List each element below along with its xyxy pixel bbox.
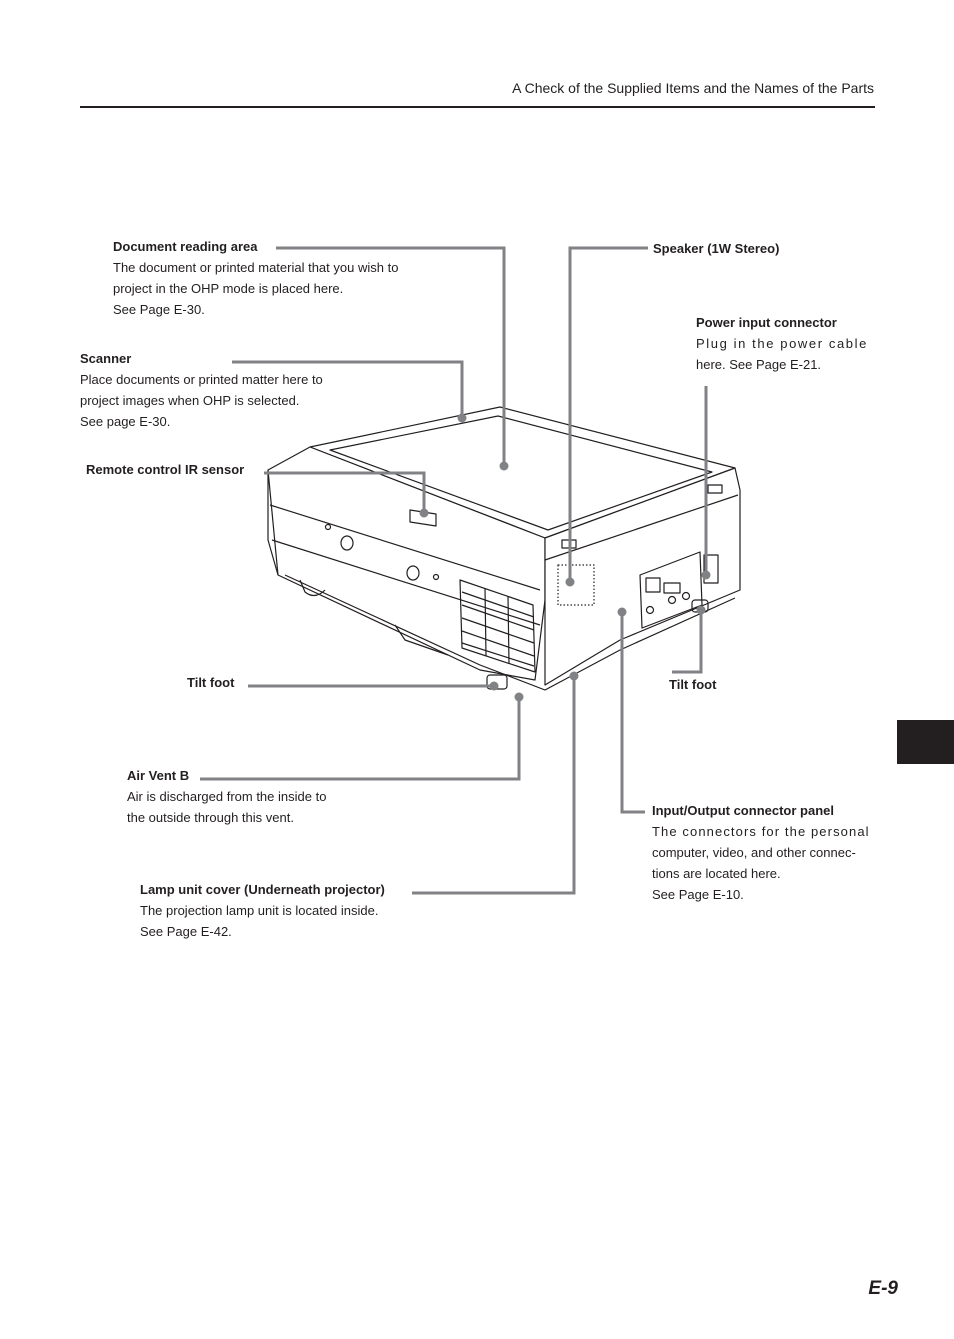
page-header: A Check of the Supplied Items and the Na… xyxy=(512,80,874,96)
projector-right-face xyxy=(544,467,741,686)
document-reading-area-line: See Page E-30. xyxy=(113,302,205,317)
io-panel-line: The connectors for the personal xyxy=(652,824,870,839)
air-vent-grille xyxy=(459,579,536,673)
scanner-title: Scanner xyxy=(80,351,132,366)
io-panel-line: computer, video, and other connec- xyxy=(652,845,856,860)
leader-io-panel xyxy=(620,612,645,814)
power-input-line: Plug in the power cable xyxy=(696,336,868,351)
document-reading-area-line: The document or printed material that yo… xyxy=(113,260,399,275)
scanner-line: Place documents or printed matter here t… xyxy=(80,372,323,387)
power-input-title: Power input connector xyxy=(696,315,837,330)
label-speaker: Speaker (1W Stereo) xyxy=(653,238,779,259)
lamp-cover-line: The projection lamp unit is located insi… xyxy=(140,903,379,918)
label-document-reading-area: Document reading area The document or pr… xyxy=(113,236,398,320)
label-io-panel: Input/Output connector panel The connect… xyxy=(652,800,876,905)
speaker-title: Speaker (1W Stereo) xyxy=(653,241,780,256)
leader-lines xyxy=(200,246,708,895)
leader-scanner xyxy=(232,360,464,418)
air-vent-b-title: Air Vent B xyxy=(127,768,190,783)
projector-left-face xyxy=(267,446,546,681)
lamp-cover-title: Lamp unit cover (Underneath projector) xyxy=(140,882,385,897)
air-vent-b-line: the outside through this vent. xyxy=(127,810,294,825)
header-rule xyxy=(80,106,875,108)
lamp-cover-line: See Page E-42. xyxy=(140,924,232,939)
io-panel-drawing xyxy=(639,551,703,629)
section-tab xyxy=(897,720,954,764)
label-lamp-cover: Lamp unit cover (Underneath projector) T… xyxy=(140,879,385,942)
io-panel-line: tions are located here. xyxy=(652,866,781,881)
label-air-vent-b: Air Vent B Air is discharged from the in… xyxy=(127,765,326,828)
io-panel-title: Input/Output connector panel xyxy=(652,803,834,818)
label-power-input: Power input connector Plug in the power … xyxy=(696,312,868,375)
leader-document-reading-area xyxy=(276,246,506,466)
document-glass xyxy=(329,415,713,531)
tilt-foot-right-title: Tilt foot xyxy=(669,677,717,692)
label-remote-ir: Remote control IR sensor xyxy=(86,459,244,480)
label-scanner: Scanner Place documents or printed matte… xyxy=(80,348,323,432)
power-input-line: here. See Page E-21. xyxy=(696,357,822,372)
scanner-line: project images when OHP is selected. xyxy=(80,393,300,408)
document-reading-area-line: project in the OHP mode is placed here. xyxy=(113,281,344,296)
leader-air-vent-b xyxy=(200,697,521,781)
leader-remote-ir xyxy=(264,471,426,513)
leader-speaker xyxy=(568,246,648,582)
label-tilt-foot-left: Tilt foot xyxy=(187,672,234,693)
io-panel-line: See Page E-10. xyxy=(652,887,744,902)
label-tilt-foot-right: Tilt foot xyxy=(669,674,716,695)
leader-tilt-foot-right xyxy=(672,610,703,674)
remote-ir-title: Remote control IR sensor xyxy=(86,462,245,477)
scanner-line: See page E-30. xyxy=(80,414,171,429)
document-reading-area-title: Document reading area xyxy=(113,239,258,254)
page-number: E-9 xyxy=(868,1278,898,1299)
air-vent-b-line: Air is discharged from the inside to xyxy=(127,789,327,804)
leader-lamp-cover xyxy=(412,676,576,895)
tilt-foot-left-title: Tilt foot xyxy=(187,675,235,690)
